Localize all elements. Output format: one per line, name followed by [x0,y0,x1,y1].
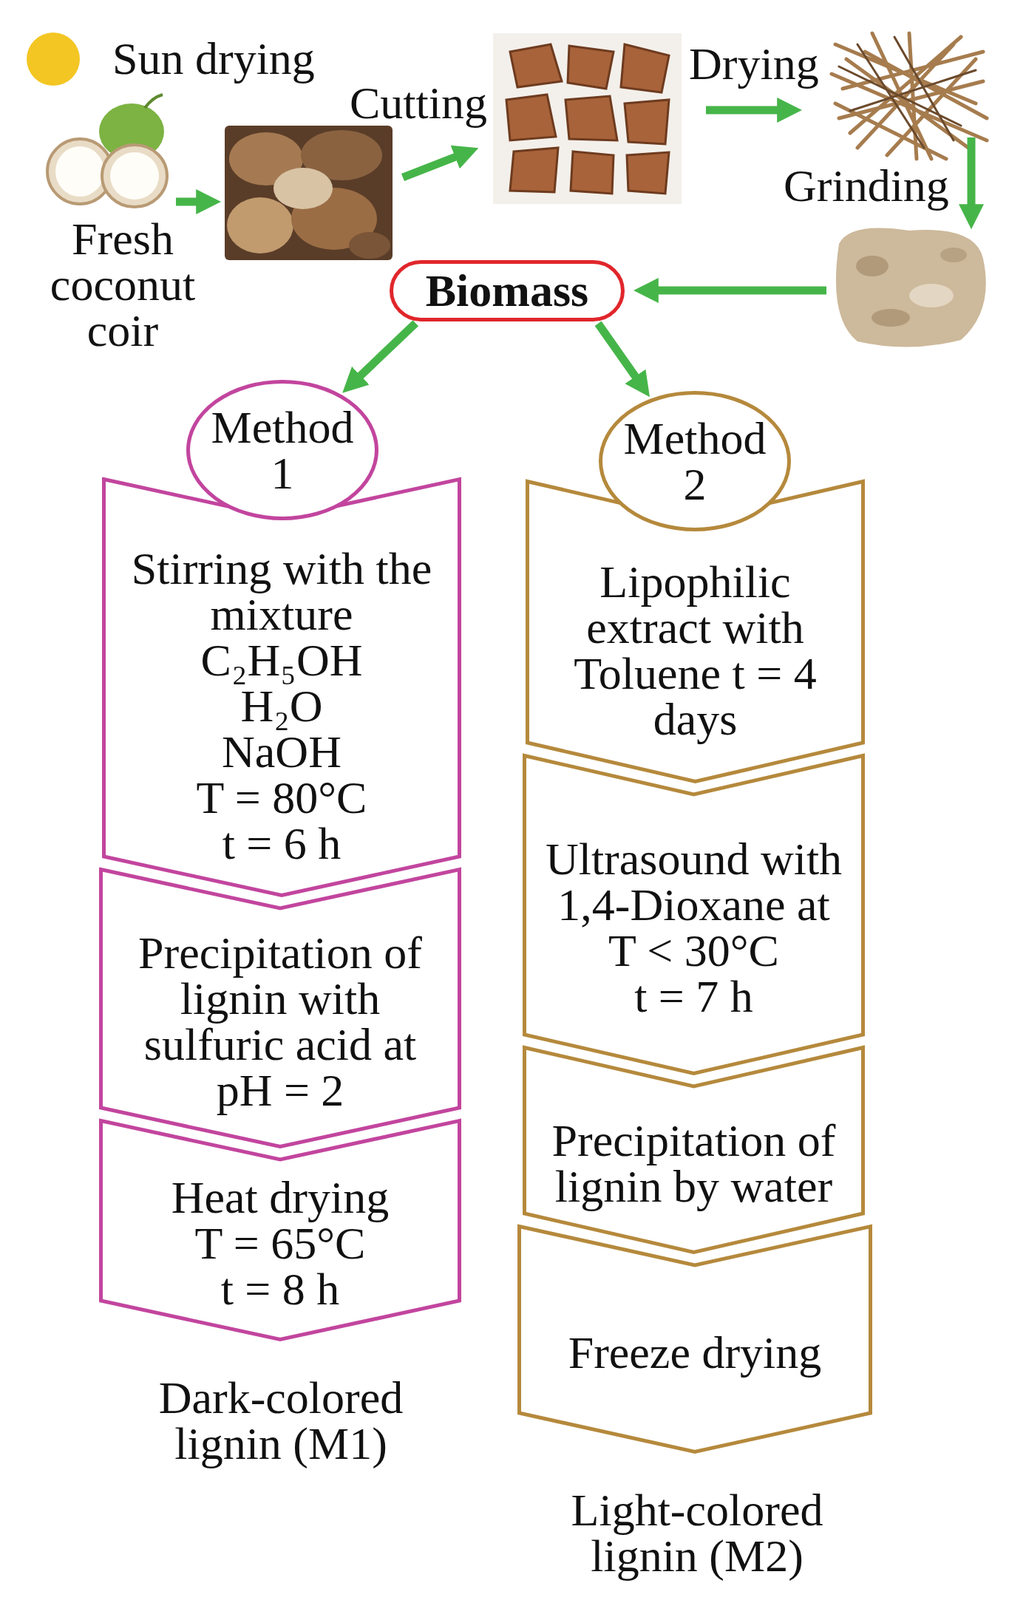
node-body: Precipitation of lignin by water [536,1101,851,1225]
photo-ground [493,33,682,205]
husk-picture [224,125,393,261]
process-box: Biomass [389,260,625,322]
step-chevron: Ultrasound with 1,4-Dioxane atT < 30°Ct … [522,753,865,1076]
node-body: Stirring with the mixtureC₂H₅OHH₂ONaOHT … [122,544,441,868]
ellipse-border [188,382,377,519]
legend-text: Sun drying [112,35,315,82]
ground-powder [836,228,987,348]
annotation-label: Light-colored lignin (M2) [549,1487,845,1579]
node-text: Precipitation of lignin with sulfuric ac… [121,929,440,1114]
node-text: T = 65°C [121,1220,440,1267]
chevron-border [104,479,460,896]
node-text: t = 6 h [122,820,441,867]
node-text: Precipitation of lignin by water [536,1117,851,1210]
method-ellipse: Method 2 [598,391,791,532]
powder-grain [855,255,889,277]
box-border [391,261,624,320]
coconut-picture [47,94,168,207]
annotation-label: Drying [688,40,837,87]
node-text: Freeze drying [538,1329,853,1376]
method-ellipse: Method 1 [186,379,379,521]
coconut-stem [144,94,163,108]
node-body: Method 1 [206,404,359,496]
node-body: Precipitation of lignin with sulfuric ac… [121,923,440,1120]
step-chevron: Freeze drying [517,1224,873,1454]
husk-piece [273,167,333,210]
step-chevron: Precipitation of lignin by water [522,1045,865,1255]
node-text: Ultrasound with 1,4-Dioxane at [536,836,851,928]
node-body: Method 2 [619,415,771,508]
coconut-half [102,144,168,207]
annotation-label: Grinding [783,162,961,209]
legend-swatch [26,32,80,86]
annotation-label: Fresh coconut coir [26,215,219,354]
process-arrow [653,286,827,295]
node-text: Heat drying [121,1174,440,1221]
connector-arrow [357,323,416,380]
coconut-flesh [55,146,105,197]
chevron-border [527,481,864,783]
chevron-border [101,870,460,1148]
node-text: t = 7 h [536,973,851,1020]
node-body: Ultrasound with 1,4-Dioxane atT < 30°Ct … [536,809,851,1046]
process-arrow [175,198,202,207]
dried-fibers [831,33,987,159]
node-body: Heat dryingT = 65°Ct = 8 h [121,1174,440,1313]
chevron-border [519,1227,871,1453]
powder-grain [940,247,967,263]
node-text: t = 8 h [121,1266,440,1313]
step-chevron: Stirring with the mixtureC₂H₅OHH₂ONaOHT … [102,477,462,898]
node-text: Biomass [410,267,604,314]
husk-piece [348,232,391,259]
node-body: Biomass [410,267,604,314]
powder-picture [836,228,987,348]
node-text: Stirring with the mixture [122,545,441,638]
step-chevron: Precipitation of lignin with sulfuric ac… [99,867,462,1149]
node-text: T = 80°C [122,774,441,821]
process-arrow [967,137,976,210]
process-arrow [402,155,460,178]
node-text: C₂H₅OH [122,637,441,684]
chevron-border [101,1121,460,1341]
coconut-flesh [110,152,159,200]
dried-fibers [838,36,976,148]
chevron-border [524,756,864,1075]
ellipse-border [600,393,790,531]
husk-ground [224,125,393,261]
node-text: H₂O [122,683,441,729]
husk-piece [226,197,294,254]
cut-pieces-picture [493,33,682,205]
connector-arrow [598,323,638,381]
chevron-border [524,1048,864,1253]
node-body: Freeze drying [538,1280,853,1425]
node-text: NaOH [122,728,441,775]
node-text: Lipophilic extract with Toluene t = 4 da… [555,558,837,743]
fibers-picture [831,33,987,159]
node-text: Method 2 [619,415,771,508]
step-chevron: Heat dryingT = 65°Ct = 8 h [99,1119,462,1342]
node-text: T < 30°C [536,927,851,974]
process-arrow [705,106,783,115]
powder-grain [909,283,954,308]
node-body: Lipophilic extract with Toluene t = 4 da… [555,546,837,754]
node-text: Method 1 [206,404,359,496]
annotation-label: Dark-colored lignin (M1) [133,1374,429,1467]
coir-pieces [506,44,669,194]
annotation-label: Cutting [349,79,520,126]
powder-grain [871,308,910,327]
